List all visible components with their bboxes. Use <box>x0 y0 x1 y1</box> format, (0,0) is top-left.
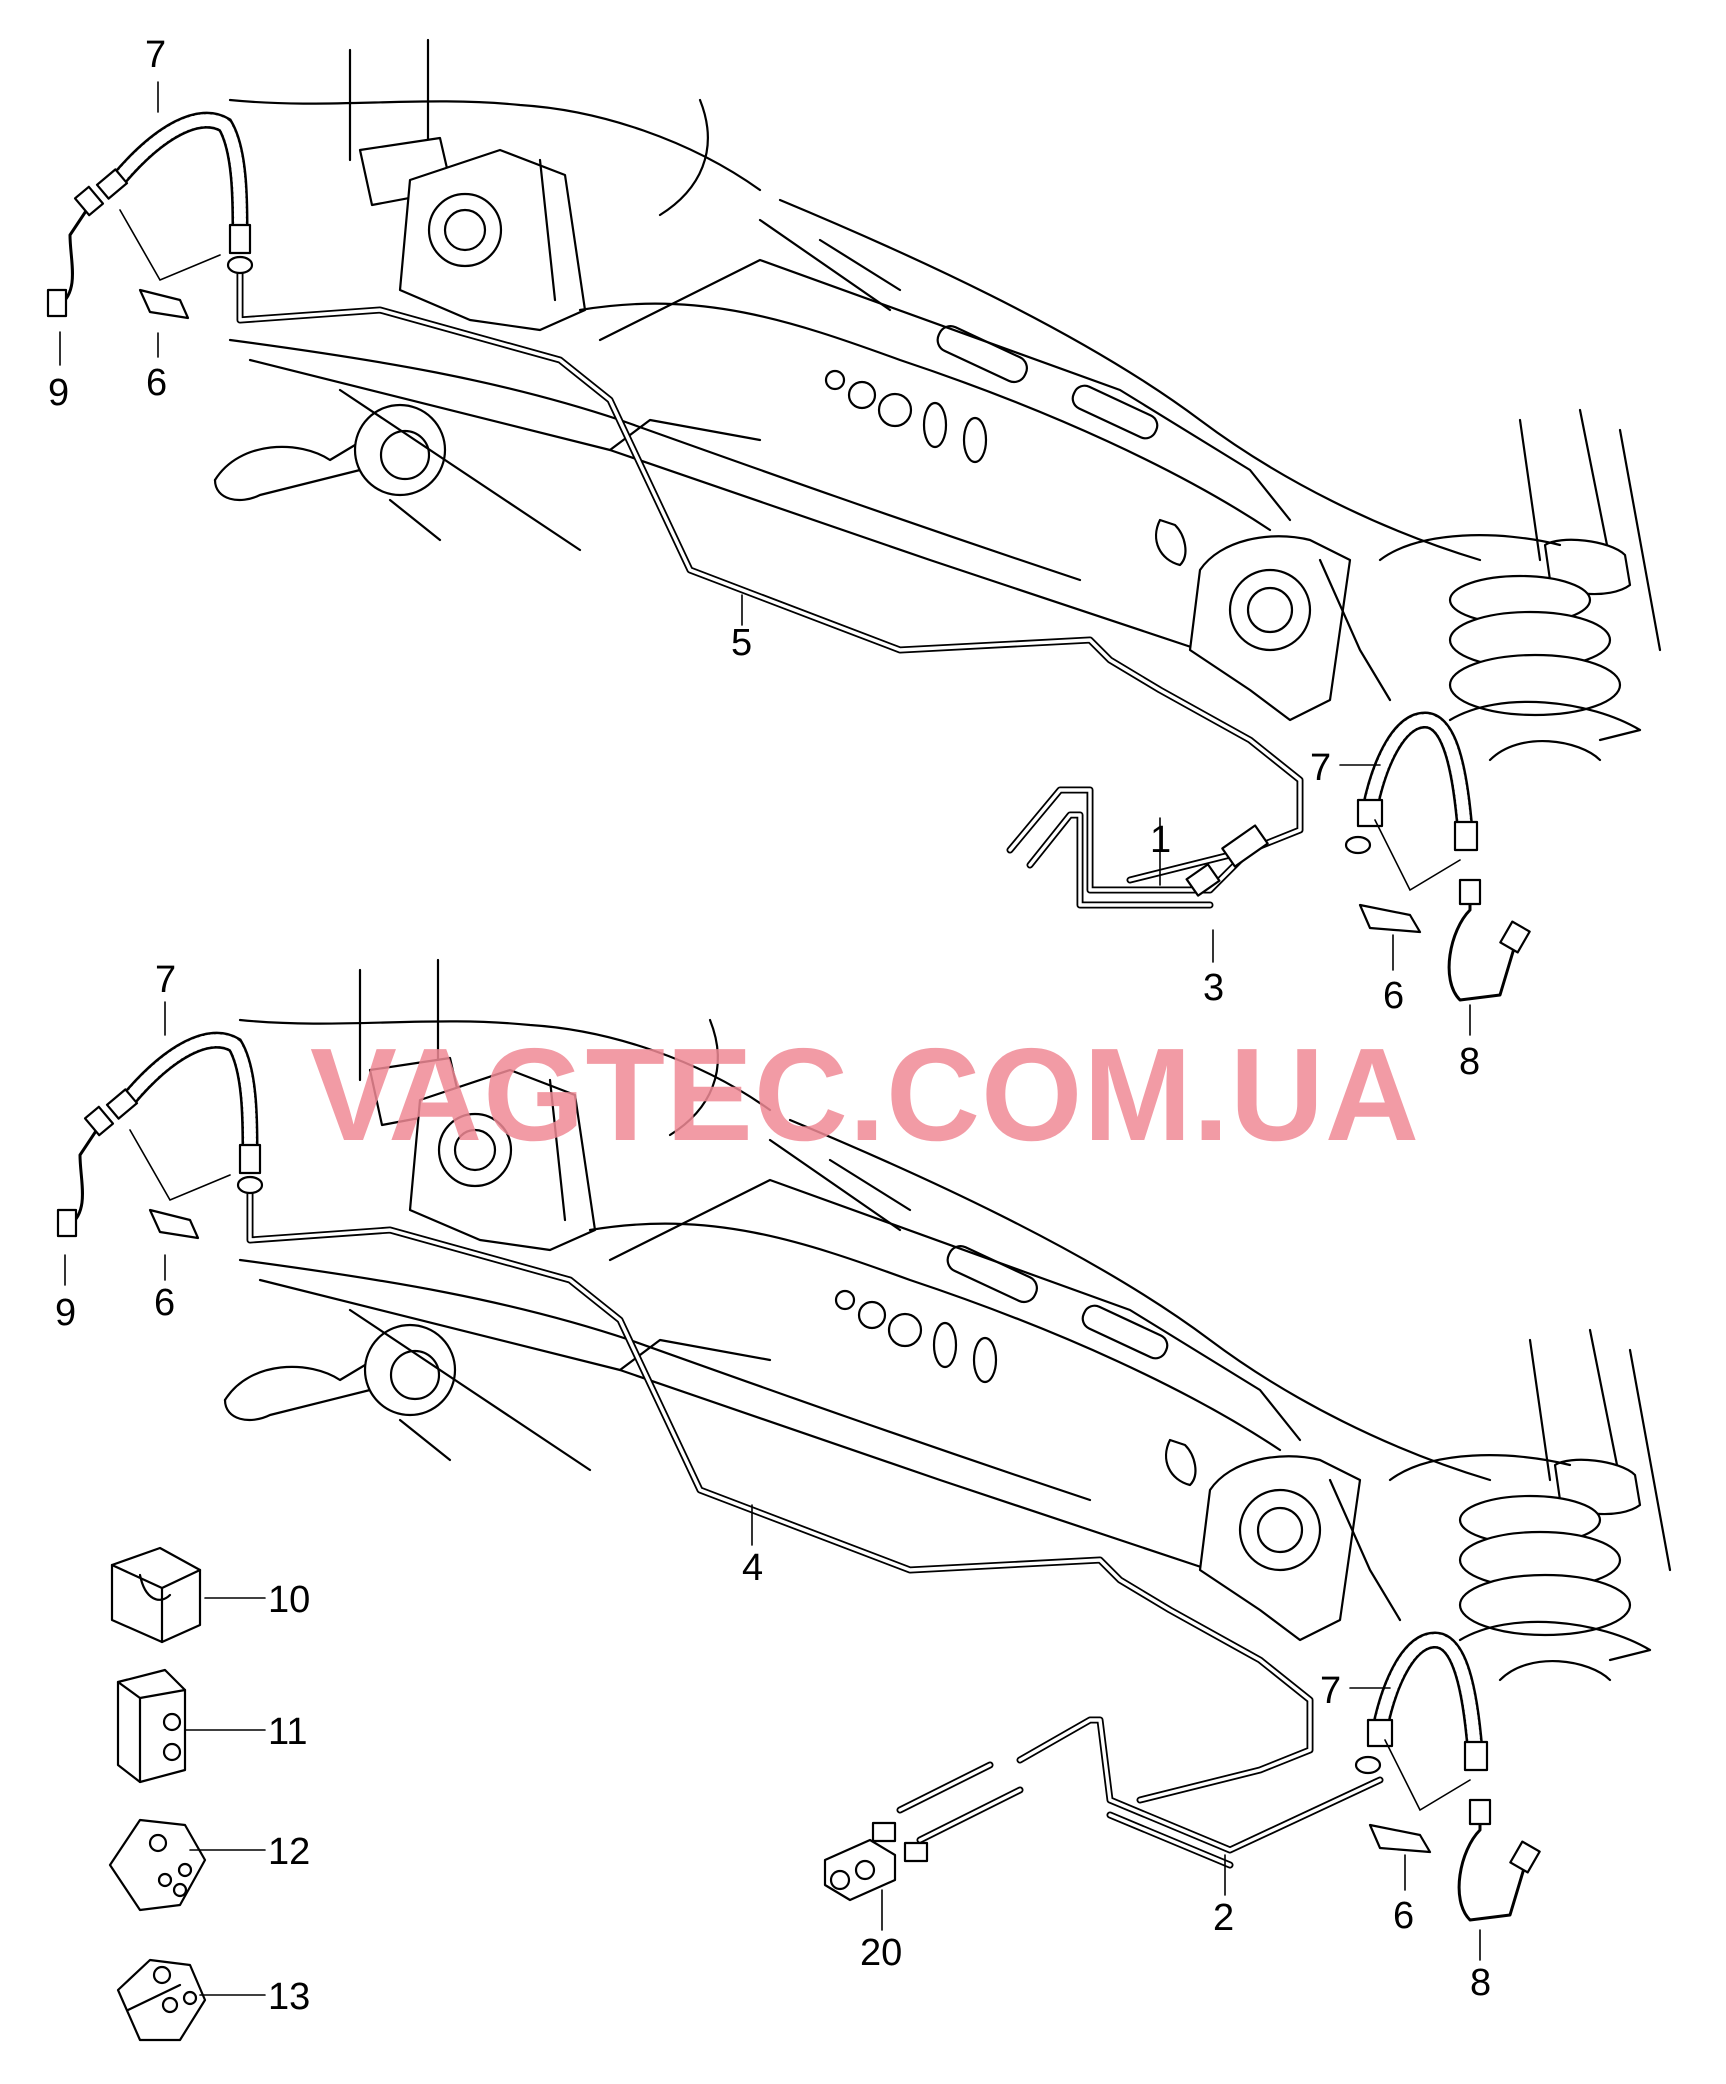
callout-11: 11 <box>268 1711 307 1753</box>
callout-6: 6 <box>154 1282 175 1324</box>
callout-4: 4 <box>742 1547 763 1589</box>
callout-10: 10 <box>268 1579 310 1621</box>
callout-labels: 7 9 6 5 1 3 7 6 8 7 9 6 4 7 2 6 8 20 10 … <box>48 34 1491 2018</box>
callout-7: 7 <box>145 34 166 76</box>
pipe-holder-10 <box>110 1546 202 1644</box>
callout-6: 6 <box>146 362 167 404</box>
callout-7: 7 <box>1320 1670 1341 1712</box>
callout-8: 8 <box>1470 1962 1491 2004</box>
callout-8: 8 <box>1459 1041 1480 1083</box>
callout-3: 3 <box>1203 967 1224 1009</box>
callout-7: 7 <box>1310 747 1331 789</box>
callout-1: 1 <box>1150 819 1171 861</box>
lower-axle-assembly <box>58 960 1670 1920</box>
callout-6: 6 <box>1393 1895 1414 1937</box>
pipe-holder-12 <box>108 1818 207 1912</box>
callout-9: 9 <box>55 1292 76 1334</box>
pipe-holder-13 <box>116 1958 207 2042</box>
callout-12: 12 <box>268 1831 310 1873</box>
callout-2: 2 <box>1213 1897 1234 1939</box>
brake-pressure-distributor <box>823 1821 929 1902</box>
watermark-text: VAGTEC.COM.UA <box>310 1021 1420 1168</box>
brake-pipe-2 <box>896 1716 1384 1869</box>
callout-7: 7 <box>155 959 176 1001</box>
brake-pipe-1 <box>1006 786 1269 909</box>
pipe-holder-11 <box>116 1668 187 1784</box>
callout-13: 13 <box>268 1976 310 2018</box>
callout-5: 5 <box>731 622 752 664</box>
callout-6: 6 <box>1383 975 1404 1017</box>
callout-20: 20 <box>860 1932 902 1974</box>
upper-axle-assembly <box>48 40 1660 1000</box>
callout-9: 9 <box>48 372 69 414</box>
leader-lines <box>59 81 1481 1996</box>
